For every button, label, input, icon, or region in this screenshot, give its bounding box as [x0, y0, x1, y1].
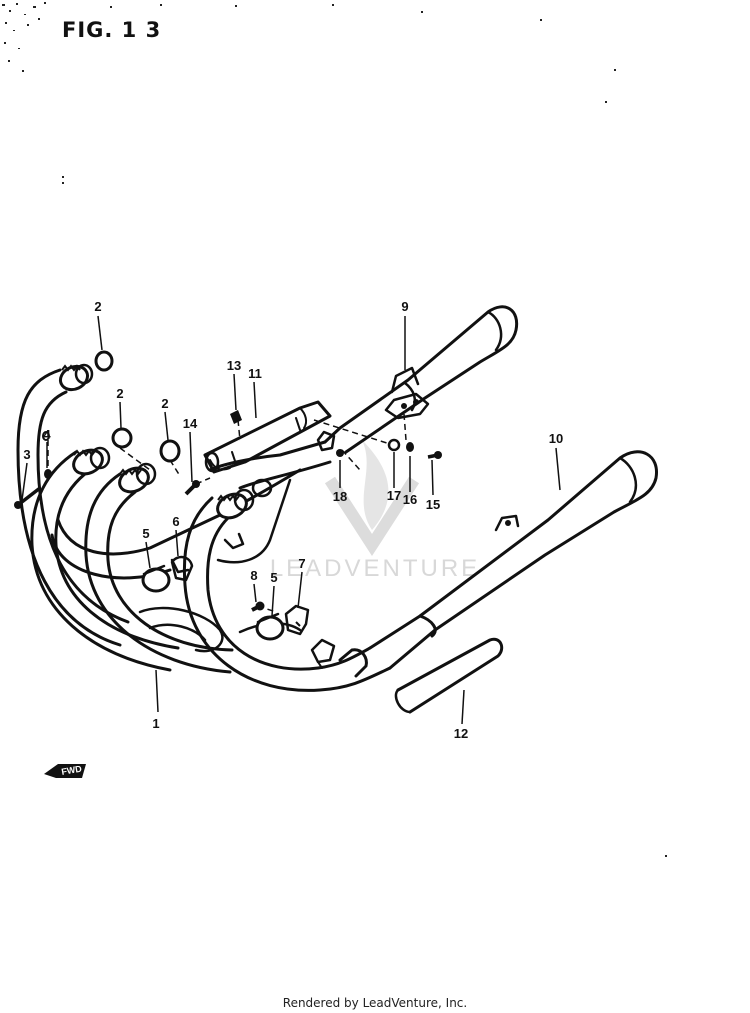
callout-2-right: 2	[161, 396, 168, 411]
callout-7: 7	[298, 556, 305, 571]
callout-3: 3	[23, 447, 30, 462]
callout-2-middle: 2	[116, 386, 123, 401]
callout-13: 13	[227, 358, 241, 373]
watermark-text: LEADVENTURE	[270, 555, 480, 582]
callout-5-right: 5	[270, 570, 277, 585]
callout-5-left: 5	[142, 526, 149, 541]
callout-16: 16	[403, 492, 417, 507]
leader-lines	[21, 315, 561, 725]
fwd-label: FWD	[61, 763, 83, 776]
callout-17: 17	[387, 488, 401, 503]
pipe-flange-d	[216, 488, 255, 520]
heat-shield	[203, 400, 332, 474]
callout-18: 18	[333, 489, 347, 504]
callout-1: 1	[152, 716, 159, 731]
pipe-flange-c	[118, 462, 157, 494]
upper-muffler	[323, 305, 519, 454]
callout-15: 15	[426, 497, 440, 512]
callout-14: 14	[183, 416, 198, 431]
callout-9: 9	[401, 299, 408, 314]
lower-muffler	[310, 450, 658, 678]
callout-6: 6	[172, 514, 179, 529]
callout-labels: 2 2 2 3 4 1 5 5 6 7 8 9 10 11 12 13 14 1…	[23, 299, 563, 741]
figure-title: FIG. 1 3	[62, 18, 162, 42]
forward-direction-arrow: FWD	[44, 763, 86, 778]
assembly-lines	[47, 413, 407, 613]
callout-10: 10	[549, 431, 563, 446]
pipe-flange-b	[72, 446, 111, 476]
muffler-end-cap	[394, 637, 504, 714]
footer-credit: Rendered by LeadVenture, Inc.	[282, 996, 468, 1010]
callout-4: 4	[43, 427, 51, 442]
exhaust-pipe-assembly	[16, 363, 392, 692]
leadventure-watermark: LEADVENTURE	[270, 440, 480, 582]
callout-11: 11	[248, 366, 262, 381]
callout-12: 12	[454, 726, 468, 741]
scan-noise	[2, 2, 667, 857]
pipe-flange-a	[58, 363, 94, 392]
callout-8: 8	[250, 568, 257, 583]
callout-2-top: 2	[94, 299, 101, 314]
